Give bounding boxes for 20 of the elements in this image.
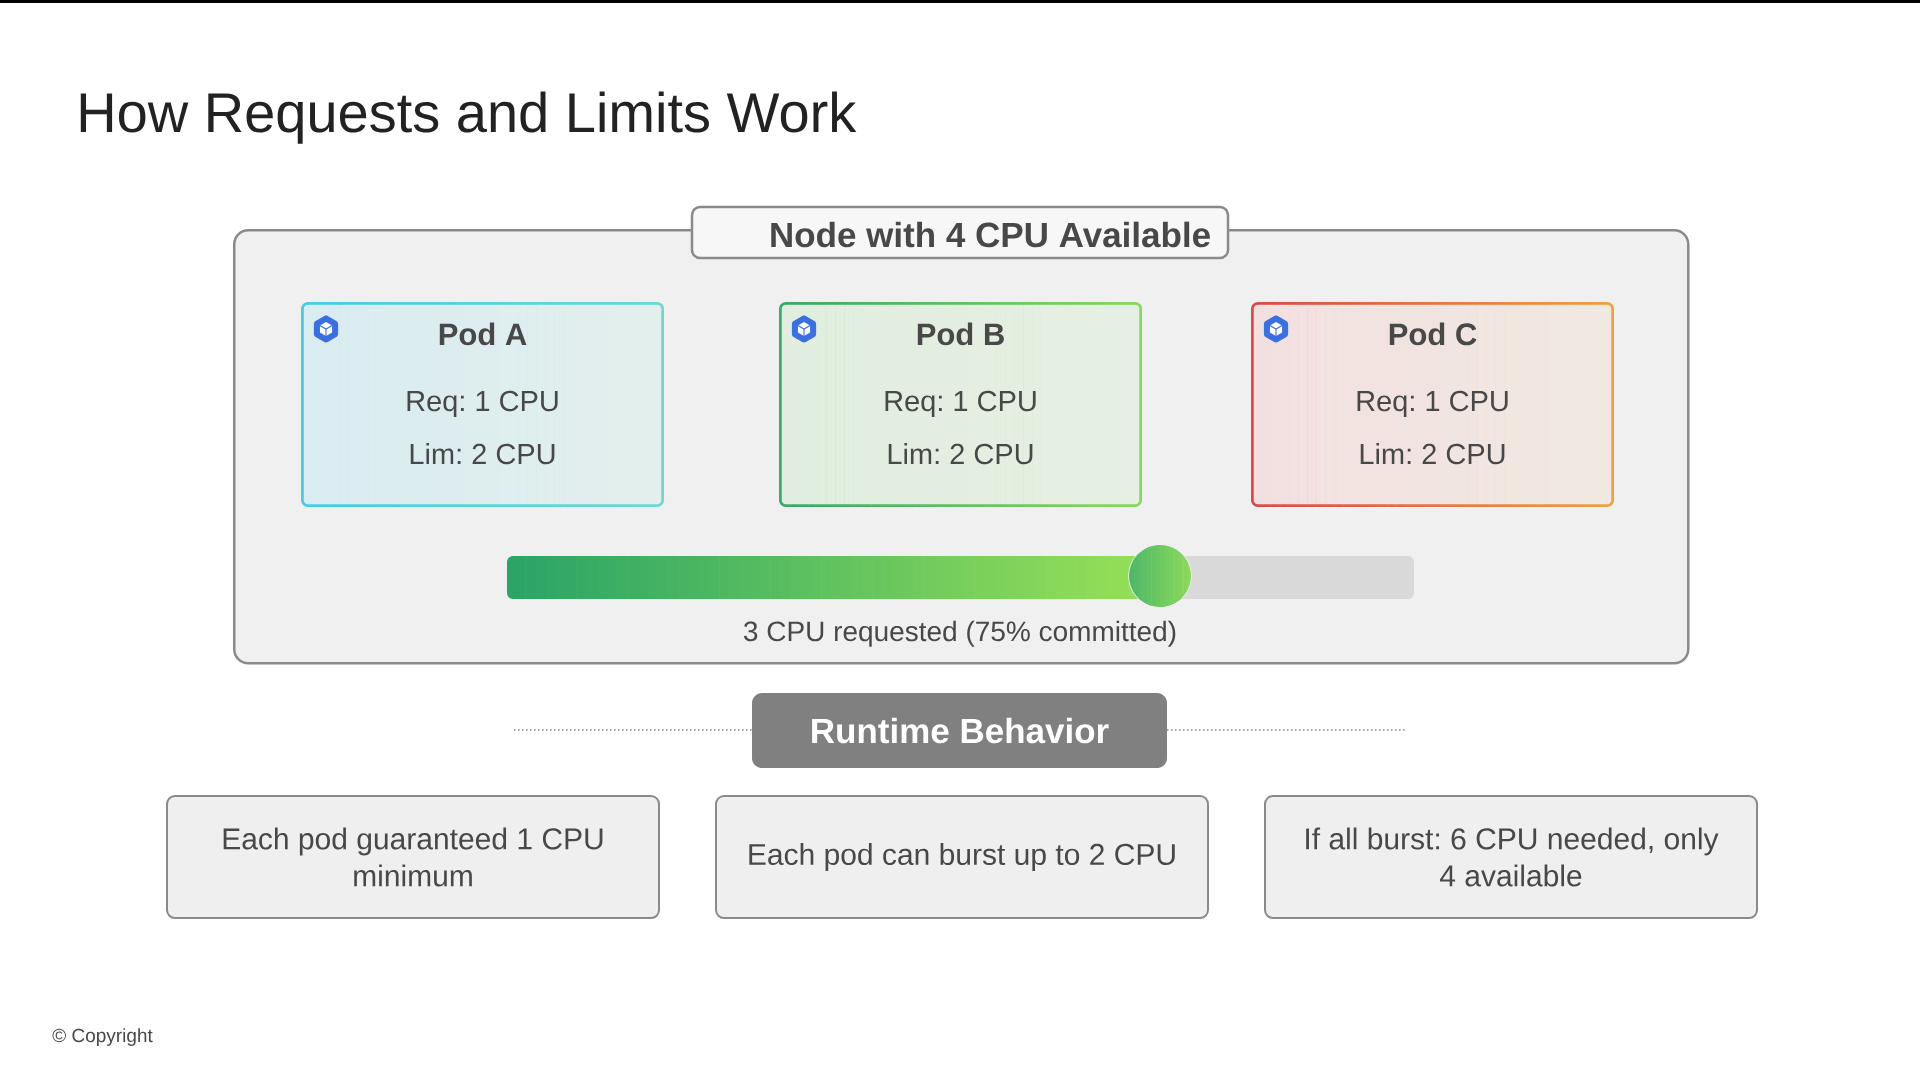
- pod-title: Pod A: [439, 322, 527, 346]
- pod-card: [779, 302, 1142, 507]
- pod-spec-text: Lim: 2 CPU: [1360, 443, 1505, 465]
- pod-spec-text: Lim: 2 CPU: [410, 443, 555, 465]
- bar-caption: 3 CPU requested (75% committed): [744, 620, 1176, 647]
- slide-title: How Requests and Limits Work: [80, 91, 857, 144]
- pod-spec-text: Req: 1 CPU: [1357, 390, 1508, 418]
- pod-spec-text: Req: 1 CPU: [407, 390, 558, 418]
- pod-card: [301, 302, 664, 507]
- section-header: Runtime Behavior: [752, 693, 1167, 768]
- pod-title: Pod C: [1389, 322, 1477, 346]
- note-box: Each pod can burst up to 2 CPU: [715, 795, 1209, 919]
- note-box: If all burst: 6 CPU needed, only 4 available: [1264, 795, 1758, 919]
- pod-card: [1251, 302, 1614, 507]
- copyright-notice: © Copyright: [52, 1028, 153, 1046]
- heading-tab: Node with 4 CPU Available: [690, 205, 1230, 260]
- note-box: Each pod guaranteed 1 CPU minimum: [166, 795, 660, 919]
- pod-title: Pod B: [917, 322, 1004, 346]
- pod-spec-text: Req: 1 CPU: [885, 390, 1036, 418]
- pod-spec-text: Lim: 2 CPU: [888, 443, 1033, 465]
